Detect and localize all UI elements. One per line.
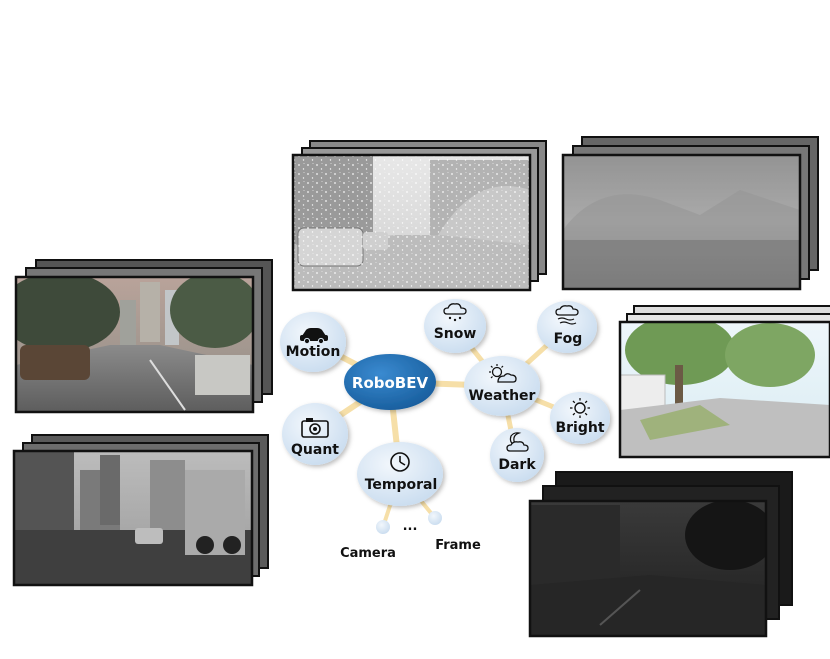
dark-label: Dark	[498, 457, 536, 473]
bright-image-stack	[618, 305, 830, 459]
hub-label: RoboBEV	[352, 374, 429, 392]
weather-node: Weather	[464, 356, 540, 416]
quantization-image-stack	[12, 434, 269, 587]
dark-node: Dark	[490, 428, 544, 482]
frame-dot	[428, 511, 442, 525]
camera-icon	[301, 418, 329, 438]
quant-label: Quant	[291, 442, 339, 458]
frame-label: Frame	[435, 538, 481, 553]
temporal-node: Temporal	[357, 442, 443, 506]
camera-dot	[376, 520, 390, 534]
fog-node: Fog	[537, 301, 597, 353]
motion-image-stack	[14, 259, 273, 414]
fog-image-stack	[561, 136, 819, 291]
dark-image-stack	[528, 471, 793, 638]
robobev-hub: RoboBEV	[344, 354, 436, 410]
motion-label: Motion	[286, 344, 341, 360]
car-icon	[300, 328, 328, 345]
snow-node: Snow	[424, 299, 486, 353]
sun-icon	[570, 398, 590, 418]
weather-label: Weather	[469, 388, 536, 404]
sun-cloud-icon	[489, 364, 517, 383]
fog-label: Fog	[554, 331, 583, 347]
fog-cloud-icon	[555, 305, 579, 325]
bright-label: Bright	[555, 420, 604, 436]
snow-cloud-icon	[443, 303, 467, 322]
bright-node: Bright	[550, 392, 610, 444]
clock-icon	[390, 452, 410, 472]
snow-image-stack	[291, 140, 547, 292]
snow-label: Snow	[434, 326, 477, 342]
camera-label: Camera	[340, 546, 396, 561]
quant-node: Quant	[282, 403, 348, 465]
temporal-label: Temporal	[365, 477, 438, 493]
ellipsis-label: ...	[403, 519, 418, 534]
motion-node: Motion	[280, 312, 346, 372]
moon-cloud-icon	[506, 432, 529, 452]
connectors	[310, 324, 581, 529]
